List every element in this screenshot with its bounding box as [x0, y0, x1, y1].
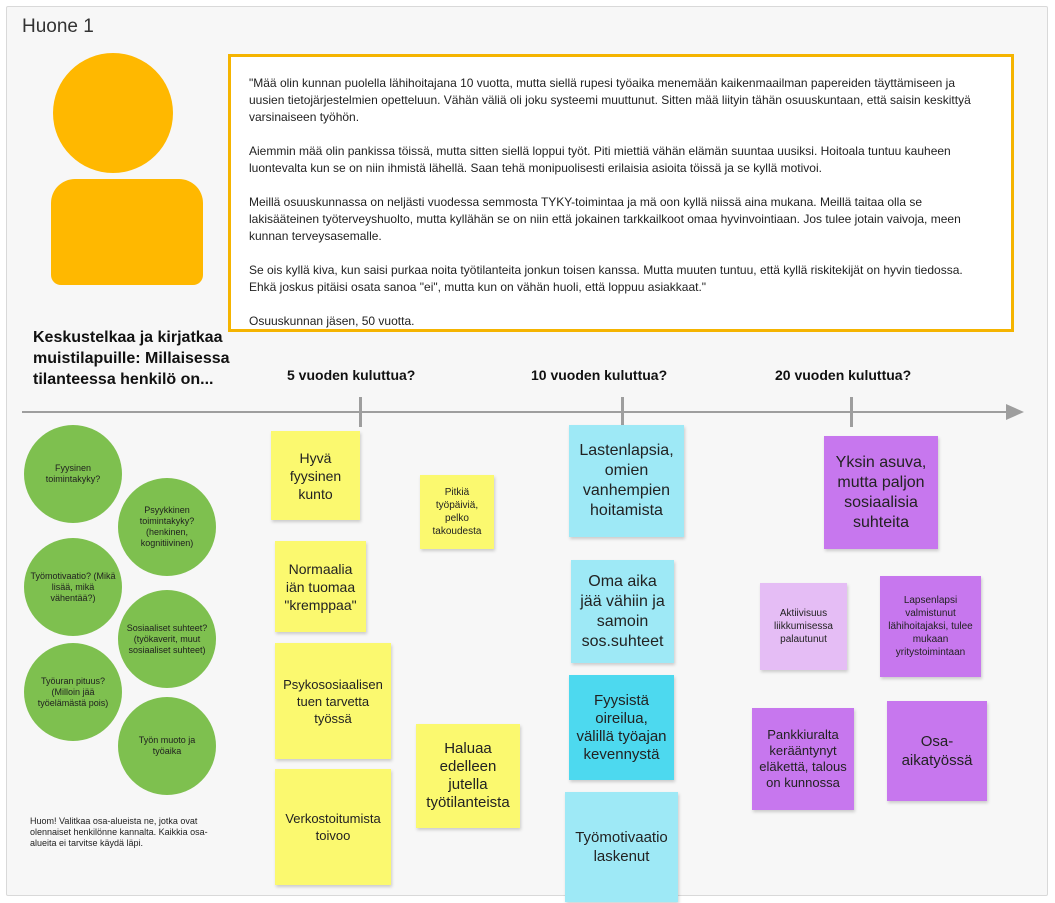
sticky-note[interactable]: Lastenlapsia, omien vanhempien hoitamist…: [569, 425, 684, 537]
topic-circle-career-length[interactable]: Työuran pituus? (Milloin jää työelämästä…: [24, 643, 122, 741]
sticky-note[interactable]: Normaalia iän tuomaa "kremppaa": [275, 541, 366, 632]
sticky-note[interactable]: Lapsenlapsi valmistunut lähihoitajaksi, …: [880, 576, 981, 677]
sticky-note[interactable]: Haluaa edelleen jutella työtilanteista: [416, 724, 520, 828]
person-avatar-icon: [51, 53, 203, 286]
sticky-note[interactable]: Pankkiuralta kerääntynyt eläkettä, talou…: [752, 708, 854, 810]
quote-attribution: Osuuskunnan jäsen, 50 vuotta.: [249, 314, 415, 328]
timeline-label-10y: 10 vuoden kuluttua?: [531, 367, 668, 383]
topic-circle-physical[interactable]: Fyysinen toimintakyky?: [24, 425, 122, 523]
sticky-note[interactable]: Psykososiaalisen tuen tarvetta työssä: [275, 643, 391, 759]
sticky-note[interactable]: Pitkiä työpäiviä, pelko takoudesta: [420, 475, 494, 549]
topic-circle-work-form[interactable]: Työn muoto ja työaika: [118, 697, 216, 795]
quote-paragraph: Se ois kyllä kiva, kun saisi purkaa noit…: [249, 263, 963, 294]
quote-box[interactable]: "Mää olin kunnan puolella lähihoitajana …: [228, 54, 1014, 332]
topic-circle-motivation[interactable]: Työmotivaatio? (Mikä lisää, mikä vähentä…: [24, 538, 122, 636]
quote-paragraph: Aiemmin mää olin pankissa töissä, mutta …: [249, 144, 951, 175]
sticky-note[interactable]: Hyvä fyysinen kunto: [271, 431, 360, 520]
timeline-tick-5y: [359, 397, 362, 427]
timeline-line: [22, 411, 1010, 413]
room-title: Huone 1: [22, 16, 94, 37]
quote-paragraph: "Mää olin kunnan puolella lähihoitajana …: [249, 76, 971, 124]
timeline-tick-20y: [850, 397, 853, 427]
sticky-note[interactable]: Osa-aikatyössä: [887, 701, 987, 801]
sticky-note[interactable]: Verkostoitumista toivoo: [275, 769, 391, 885]
avatar-head: [53, 53, 173, 173]
timeline-arrow-icon: [1006, 404, 1024, 420]
topic-circle-psychological[interactable]: Psyykkinen toimintakyky? (henkinen, kogn…: [118, 478, 216, 576]
footnote: Huom! Valitkaa osa-alueista ne, jotka ov…: [30, 816, 208, 848]
sticky-note[interactable]: Fyysistä oireilua, välillä työajan keven…: [569, 675, 674, 780]
avatar-body: [51, 179, 203, 285]
sticky-note[interactable]: Oma aika jää vähiin ja samoin sos.suhtee…: [571, 560, 674, 663]
timeline-tick-10y: [621, 397, 624, 427]
sticky-note[interactable]: Aktiivisuus liikkumisessa palautunut: [760, 583, 847, 670]
timeline-label-5y: 5 vuoden kuluttua?: [287, 367, 416, 383]
discussion-prompt: Keskustelkaa ja kirjatkaa muistilapuille…: [33, 329, 230, 388]
topic-circle-social[interactable]: Sosiaaliset suhteet? (työkaverit, muut s…: [118, 590, 216, 688]
quote-paragraph: Meillä osuuskunnassa on neljästi vuodess…: [249, 195, 961, 243]
timeline-label-20y: 20 vuoden kuluttua?: [775, 367, 912, 383]
sticky-note[interactable]: Yksin asuva, mutta paljon sosiaalisia su…: [824, 436, 938, 549]
sticky-note[interactable]: Työmotivaatio laskenut: [565, 792, 678, 902]
